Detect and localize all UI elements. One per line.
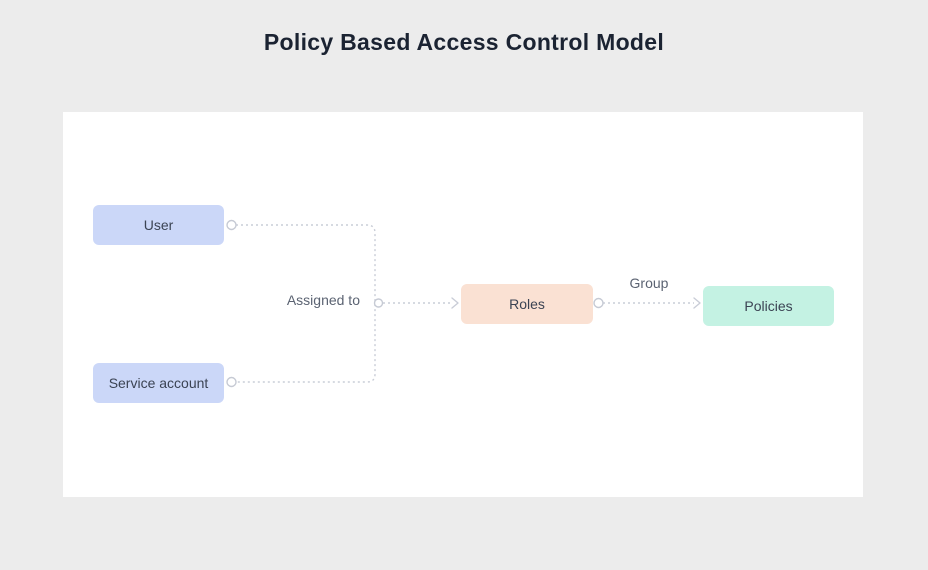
node-roles: Roles	[461, 284, 593, 324]
node-service-account: Service account	[93, 363, 224, 403]
edges-layer	[226, 219, 701, 388]
diagram-title: Policy Based Access Control Model	[263, 29, 665, 55]
diagram-canvas: Assigned to Group User Service account R…	[63, 112, 863, 497]
node-policies-label: Policies	[744, 298, 793, 314]
arrowhead-into-policies-icon	[693, 297, 701, 309]
node-policies: Policies	[703, 286, 834, 326]
node-roles-label: Roles	[509, 296, 545, 312]
node-user-label: User	[143, 217, 174, 233]
node-user: User	[93, 205, 224, 245]
arrowhead-into-roles-icon	[451, 297, 459, 309]
node-service-account-label: Service account	[108, 375, 209, 391]
user-source-handle-circle	[226, 219, 237, 231]
service-account-source-handle-circle	[226, 376, 237, 388]
junction-source-handle-circle	[373, 298, 384, 308]
roles-source-handle-circle	[593, 297, 604, 309]
edge-label-assigned-to: Assigned to	[286, 292, 360, 308]
edge-label-group: Group	[629, 275, 669, 291]
